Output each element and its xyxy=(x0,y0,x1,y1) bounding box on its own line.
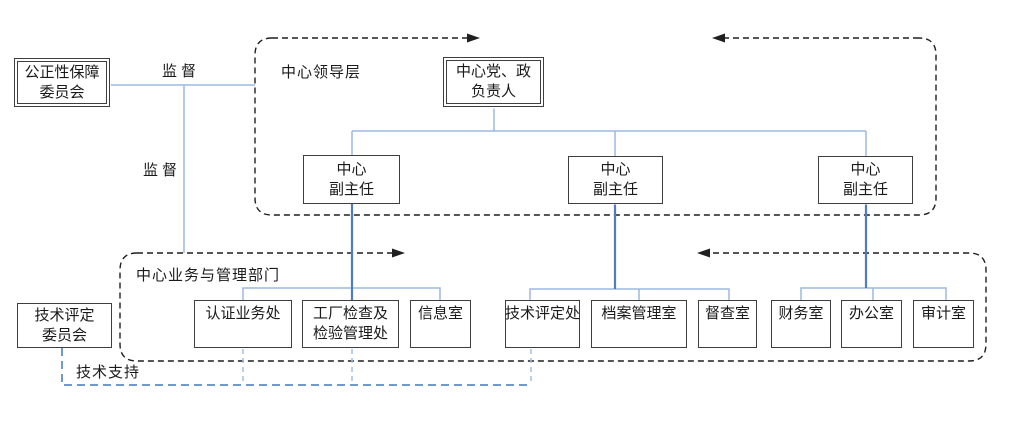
node-archives-office: 档案管理室 xyxy=(591,300,687,348)
node-label-line: 审计室 xyxy=(920,306,966,322)
node-label-line: 副主任 xyxy=(328,181,374,198)
node-deputy-director-2: 中心 副主任 xyxy=(568,156,663,204)
departments-container-outline xyxy=(119,252,987,362)
node-party-gov-head: 中心党、政 负责人 xyxy=(443,57,544,107)
node-general-office: 办公室 xyxy=(841,300,902,348)
leadership-group-label: 中心领导层 xyxy=(281,65,362,81)
node-label-line: 财务室 xyxy=(778,306,824,322)
node-label-line: 督查室 xyxy=(704,306,750,322)
node-label-line: 中心 xyxy=(600,162,631,178)
node-information-office: 信息室 xyxy=(410,300,471,348)
connector-junction-group1 xyxy=(242,287,441,300)
node-label-line: 负责人 xyxy=(470,84,516,100)
supervise-label-left: 监督 xyxy=(143,163,182,179)
node-label-line: 委员会 xyxy=(39,84,85,101)
tech-support-links-light xyxy=(242,349,532,384)
node-factory-inspection-office: 工厂检查及 检验管理处 xyxy=(302,300,399,348)
connectors-strong xyxy=(350,204,868,300)
connectors-light xyxy=(111,84,947,300)
node-label-line: 技术评定处 xyxy=(505,306,581,322)
node-label-line: 信息室 xyxy=(417,306,463,322)
node-label-line: 认证业务处 xyxy=(205,306,281,322)
container-outlines xyxy=(119,37,987,362)
node-label-line: 副主任 xyxy=(842,182,888,198)
leadership-container-outline xyxy=(254,37,937,216)
tech-support-label: 技术支持 xyxy=(76,365,141,381)
node-label-line: 技术评定 xyxy=(34,307,95,324)
node-label-line: 副主任 xyxy=(592,182,638,198)
node-label-line: 中心党、政 xyxy=(455,64,531,80)
node-deputy-director-3: 中心 副主任 xyxy=(818,156,913,204)
node-tech-evaluation-office: 技术评定处 xyxy=(505,300,580,348)
arrowhead-right-icon xyxy=(392,248,405,258)
arrowhead-right-icon xyxy=(467,33,480,43)
node-fairness-committee: 公正性保障 委员会 xyxy=(14,58,110,107)
connector-junction-group2 xyxy=(529,288,730,300)
node-label-line: 中心 xyxy=(336,161,367,178)
node-inspection-office: 督查室 xyxy=(698,300,757,348)
cycle-arrowheads xyxy=(392,33,725,258)
node-label-line: 中心 xyxy=(850,162,881,178)
node-tech-eval-committee: 技术评定 委员会 xyxy=(17,303,112,348)
supervise-label-top: 监督 xyxy=(162,64,201,80)
arrowhead-left-icon xyxy=(712,33,725,43)
node-label-line: 检验管理处 xyxy=(312,326,388,342)
node-certification-office: 认证业务处 xyxy=(194,300,292,348)
node-audit-office: 审计室 xyxy=(913,300,974,348)
node-label-line: 工厂检查及 xyxy=(312,306,388,322)
node-label-line: 档案管理室 xyxy=(601,306,677,322)
node-label-line: 委员会 xyxy=(41,327,87,344)
node-deputy-director-1: 中心 副主任 xyxy=(303,155,400,204)
node-label-line: 办公室 xyxy=(848,306,894,322)
departments-group-label: 中心业务与管理部门 xyxy=(136,268,281,284)
arrowhead-left-icon xyxy=(697,248,710,258)
node-label-line: 公正性保障 xyxy=(24,64,100,81)
node-finance-office: 财务室 xyxy=(771,300,831,348)
